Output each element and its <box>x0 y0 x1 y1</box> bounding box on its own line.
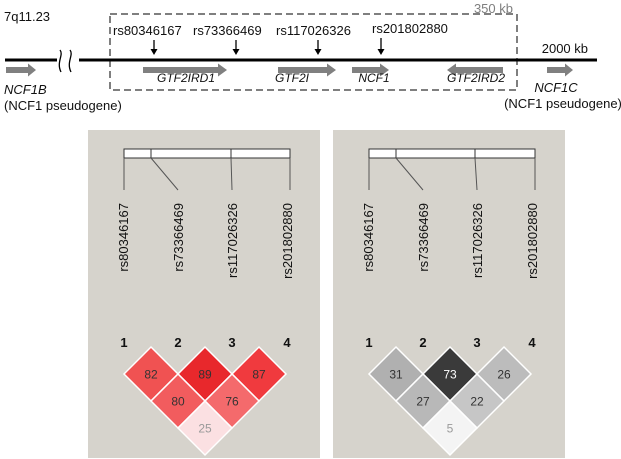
ld-value-1-2: 31 <box>389 368 403 382</box>
snp-name-3: rs117026326 <box>470 203 485 278</box>
snp-label-2: rs73366469 <box>193 23 262 38</box>
snp-label-4: rs201802880 <box>372 21 448 36</box>
gene-label-ncf1b: NCF1B <box>4 82 47 97</box>
marker-number-1: 1 <box>365 335 372 350</box>
scale-label: 2000 kb <box>542 41 588 56</box>
ld-value-2-4: 76 <box>225 395 239 409</box>
ld-cells-dprime: 82 89 87 80 76 25 <box>122 345 288 457</box>
ld-value-1-4: 25 <box>198 422 212 436</box>
marker-number-3: 3 <box>228 335 235 350</box>
snp-name-4: rs201802880 <box>280 203 295 279</box>
snp-name-4: rs201802880 <box>525 203 540 279</box>
ld-value-3-4: 26 <box>497 368 511 382</box>
ld-panel-dprime: rs80346167 rs73366469 rs117026326 rs2018… <box>88 130 320 458</box>
gene-label-gtf2i: GTF2I <box>275 71 310 85</box>
gene-label-ncf1: NCF1 <box>358 71 389 85</box>
snp-name-3: rs117026326 <box>225 203 240 278</box>
snp-pointers <box>150 38 385 55</box>
gene-note-ncf1c: (NCF1 pseudogene) <box>504 96 621 111</box>
region-size-label: 350 kb <box>474 1 513 16</box>
ld-value-1-3: 27 <box>416 395 430 409</box>
gene-arrow-ncf1b <box>6 63 36 77</box>
break-mark-2 <box>68 49 72 73</box>
ld-value-2-3: 89 <box>198 368 212 382</box>
snp-label-3: rs117026326 <box>276 23 351 38</box>
marker-number-2: 2 <box>174 335 181 350</box>
region-dashed-box <box>109 13 518 91</box>
ld-value-1-4: 5 <box>447 422 454 436</box>
gene-label-gtf2ird2: GTF2IRD2 <box>447 71 505 85</box>
marker-line-3 <box>230 157 233 191</box>
marker-line-2 <box>395 157 424 191</box>
ld-value-2-3: 73 <box>443 368 457 382</box>
snp-name-2: rs73366469 <box>171 203 186 272</box>
marker-bar <box>368 148 536 159</box>
gene-note-ncf1b: (NCF1 pseudogene) <box>4 98 122 113</box>
marker-number-1: 1 <box>120 335 127 350</box>
snp-name-1: rs80346167 <box>361 203 376 272</box>
marker-line-2 <box>150 157 179 191</box>
snp-label-1: rs80346167 <box>113 23 182 38</box>
ld-value-3-4: 87 <box>252 368 266 382</box>
marker-number-4: 4 <box>283 335 291 350</box>
ld-value-1-3: 80 <box>171 395 185 409</box>
ld-cell-1-4 <box>176 399 234 457</box>
marker-number-3: 3 <box>473 335 480 350</box>
marker-bar <box>123 148 291 159</box>
marker-number-2: 2 <box>419 335 426 350</box>
ld-value-2-4: 22 <box>470 395 484 409</box>
ld-value-1-2: 82 <box>144 368 158 382</box>
snp-name-2: rs73366469 <box>416 203 431 272</box>
gene-label-gtf2ird1: GTF2IRD1 <box>157 71 215 85</box>
gene-arrow-gtf2ird2 <box>447 63 503 77</box>
marker-number-4: 4 <box>528 335 536 350</box>
break-mark-1 <box>58 49 62 73</box>
gene-arrow-gtf2i <box>278 63 336 77</box>
gene-arrow-ncf1 <box>352 63 389 77</box>
ld-panel-r2: rs80346167 rs73366469 rs117026326 rs2018… <box>333 130 565 458</box>
gene-arrow-gtf2ird1 <box>143 63 227 77</box>
cytoband-label: 7q11.23 <box>4 9 50 24</box>
gene-label-ncf1c: NCF1C <box>534 80 578 95</box>
gene-arrow-ncf1c <box>547 63 573 77</box>
ld-cell-1-4 <box>421 399 479 457</box>
snp-name-1: rs80346167 <box>116 203 131 272</box>
marker-line-3 <box>474 157 478 191</box>
ld-cells-r2: 31 73 26 27 22 5 <box>367 345 533 457</box>
